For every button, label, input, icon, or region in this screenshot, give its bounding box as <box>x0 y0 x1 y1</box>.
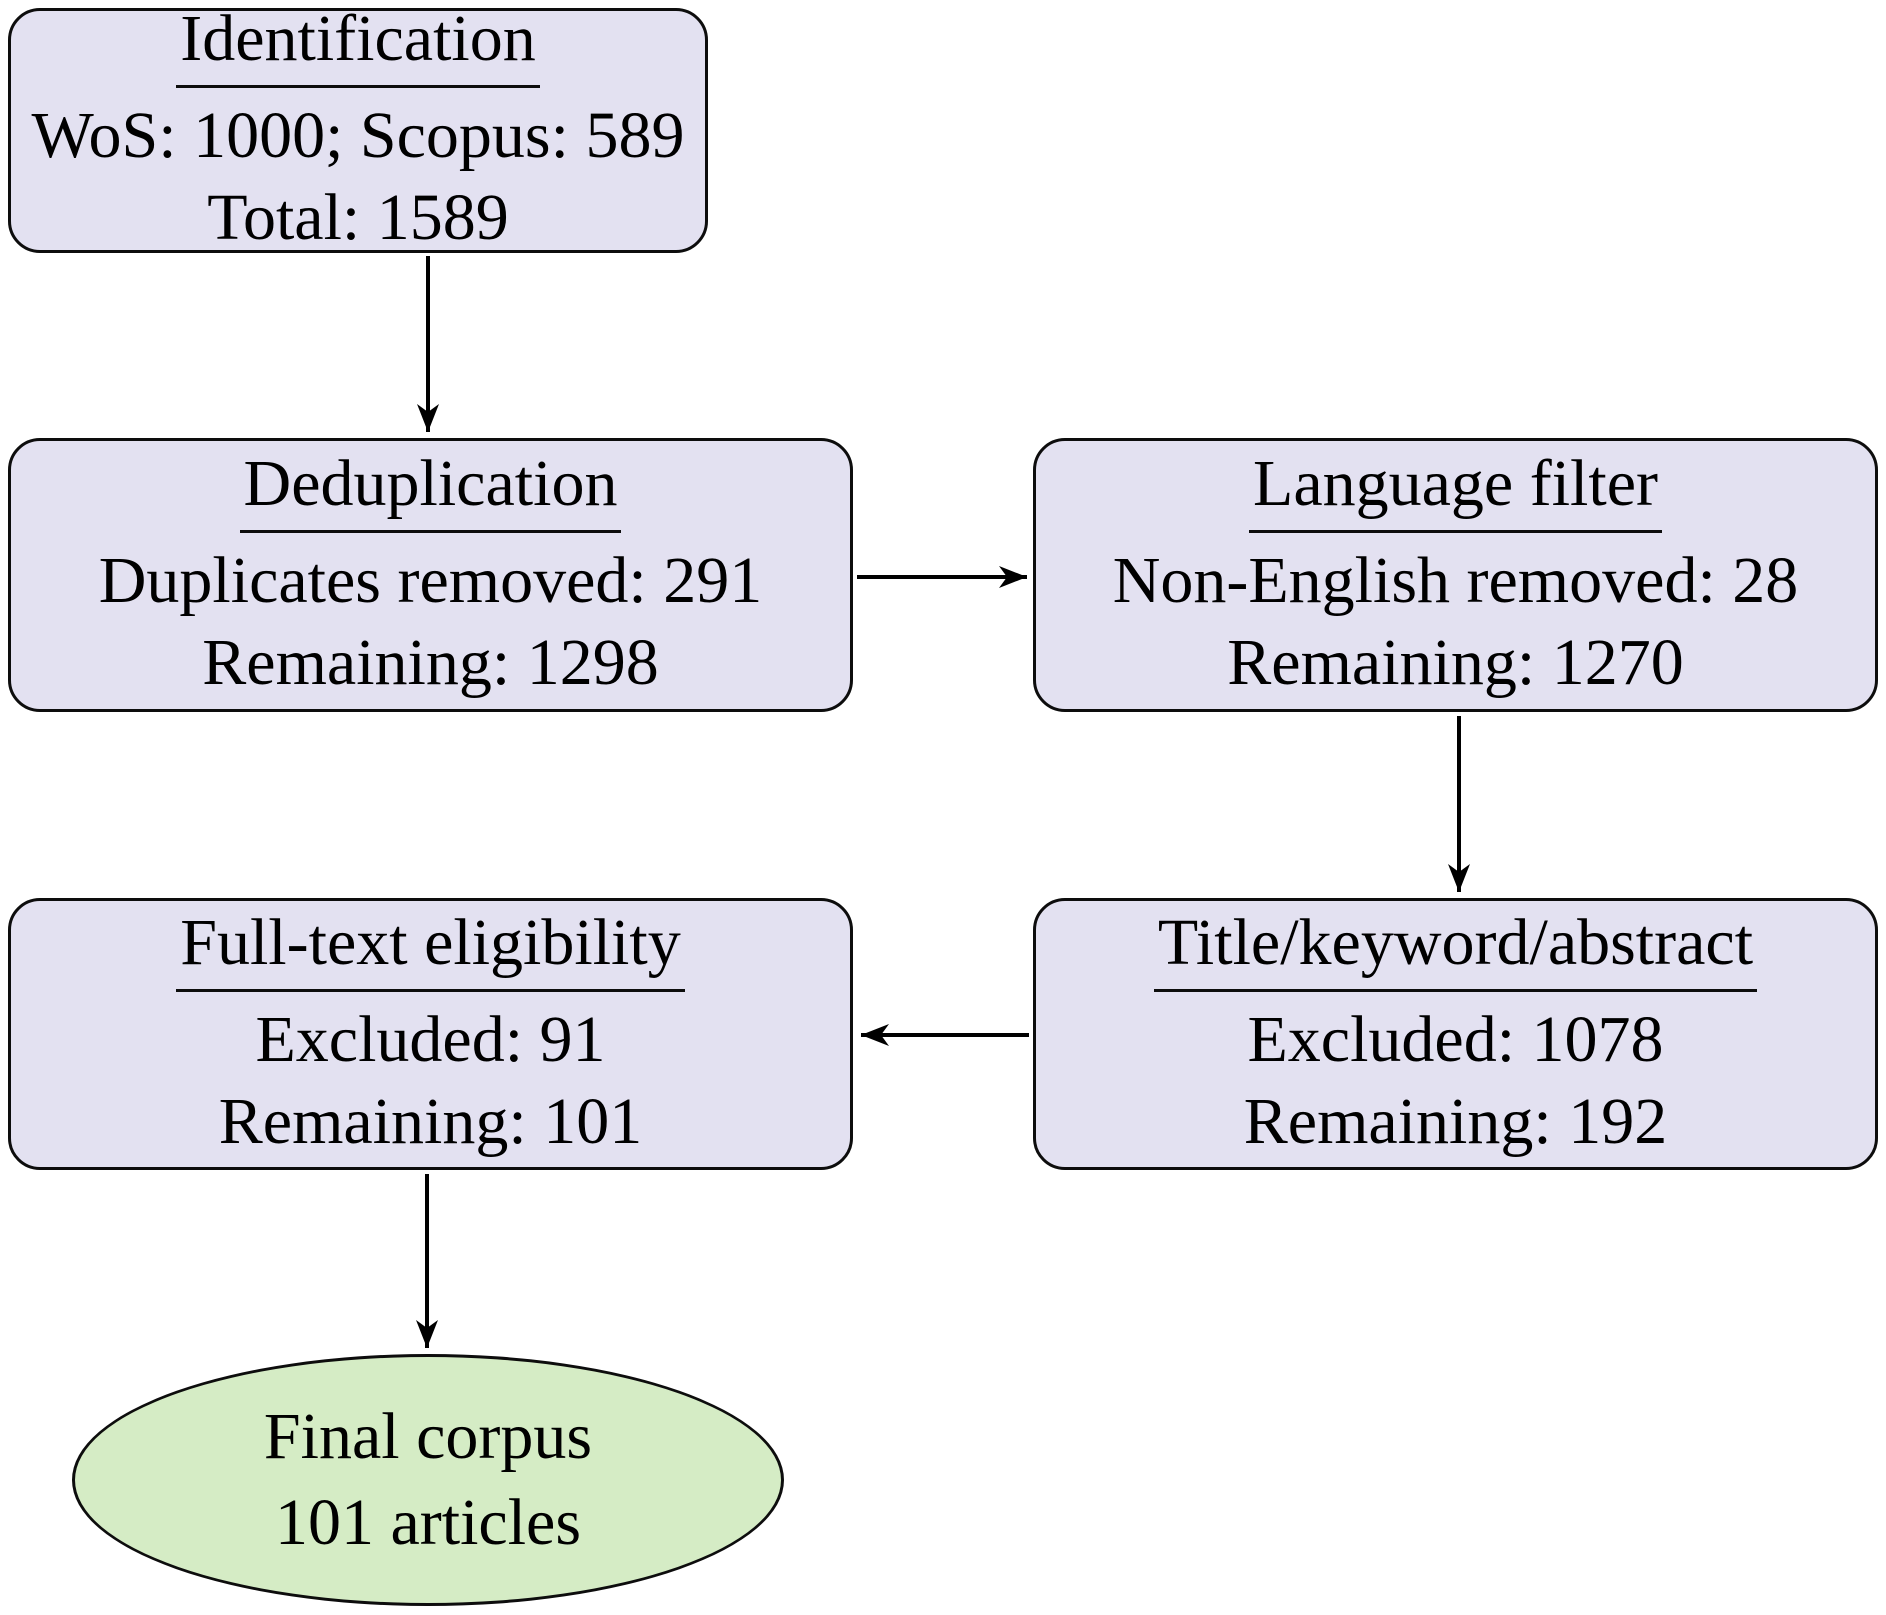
node-identification-line-total: Total: 1589 <box>207 181 509 254</box>
node-identification-title: Identification <box>176 3 540 88</box>
node-deduplication: Deduplication Duplicates removed: 291 Re… <box>8 438 853 712</box>
node-full-text-title: Full-text eligibility <box>176 906 685 992</box>
node-final-corpus-line-label: Final corpus <box>263 1400 593 1473</box>
node-full-text-line-excluded: Excluded: 91 <box>255 1002 606 1076</box>
node-language-filter-line-remaining: Remaining: 1270 <box>1227 625 1684 699</box>
node-title-keyword-abstract-line-excluded: Excluded: 1078 <box>1247 1002 1664 1076</box>
node-title-keyword-abstract-line-remaining: Remaining: 192 <box>1243 1084 1668 1158</box>
node-final-corpus-line-count: 101 articles <box>274 1486 582 1559</box>
node-full-text-eligibility: Full-text eligibility Excluded: 91 Remai… <box>8 898 853 1170</box>
node-deduplication-title: Deduplication <box>239 447 622 533</box>
node-title-keyword-abstract-title: Title/keyword/abstract <box>1153 906 1758 992</box>
node-deduplication-line-removed: Duplicates removed: 291 <box>98 543 763 617</box>
node-final-corpus: Final corpus 101 articles <box>72 1354 784 1606</box>
node-identification-line-sources: WoS: 1000; Scopus: 589 <box>31 99 685 172</box>
node-identification: Identification WoS: 1000; Scopus: 589 To… <box>8 3 708 254</box>
node-title-keyword-abstract: Title/keyword/abstract Excluded: 1078 Re… <box>1033 898 1878 1170</box>
node-language-filter-title: Language filter <box>1249 447 1662 533</box>
node-language-filter: Language filter Non-English removed: 28 … <box>1033 438 1878 712</box>
node-deduplication-line-remaining: Remaining: 1298 <box>202 625 659 699</box>
node-language-filter-line-removed: Non-English removed: 28 <box>1112 543 1799 617</box>
node-full-text-line-remaining: Remaining: 101 <box>218 1084 643 1158</box>
